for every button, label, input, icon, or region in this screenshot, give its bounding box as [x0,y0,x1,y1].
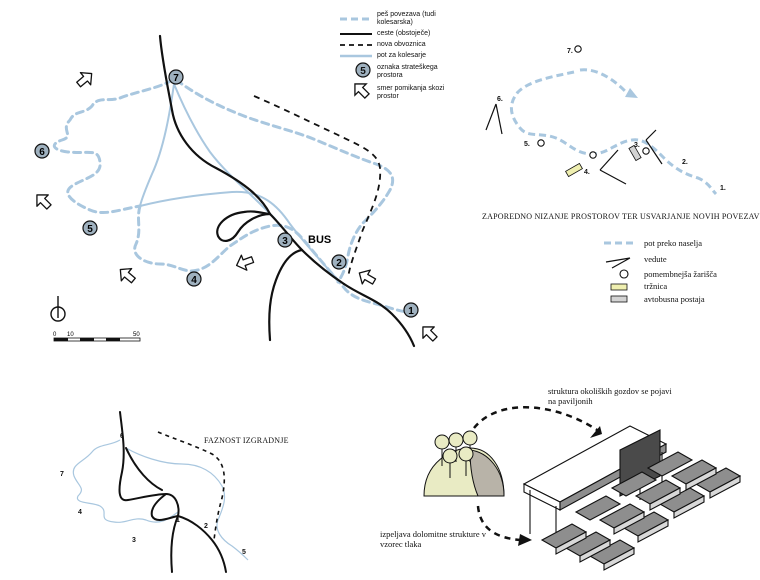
marker-3: 3 [277,232,293,248]
svg-text:7: 7 [173,73,179,84]
legend-item-bypass: nova obvoznica [377,41,426,48]
direction-arrows [36,71,438,342]
sequence-legend-views: vedute [644,254,667,264]
pavilion-structure [522,425,742,571]
strategic-markers: 7 6 5 4 3 2 1 [34,69,419,318]
svg-text:3: 3 [132,537,136,544]
pavilion-top-note: struktura okoliških gozdov se pojavi na … [548,386,672,406]
svg-text:50: 50 [133,332,140,338]
flow-arrows [473,406,601,542]
sequence-title: ZAPOREDNO NIZANJE PROSTOROV TER USVARJAN… [482,212,760,221]
svg-text:4.: 4. [584,169,590,176]
marker-6: 6 [34,143,50,159]
phases-title: FAZNOST IZGRADNJE [204,436,289,445]
map-legend-symbols: 5 [340,17,372,99]
svg-text:7: 7 [60,471,64,478]
north-arrow [50,296,66,322]
sequence-legend-bus: avtobusna postaja [644,294,705,304]
svg-text:3: 3 [282,236,288,247]
svg-text:4: 4 [191,275,197,286]
bus-rect [610,295,628,303]
legend-item-pedestrian: peš povezava (tudi kolesarska) [377,11,436,26]
circle-icon [537,139,545,147]
legend-item-strategic: oznaka strateškega prostora [377,64,438,79]
marker-4: 4 [186,271,202,287]
svg-text:2.: 2. [682,159,688,166]
arrow-icon [354,83,370,99]
bus-rect [628,144,642,162]
market-rect [565,162,583,178]
sequence-legend-path: pot preko naselja [644,238,703,248]
marker-7: 7 [168,69,184,85]
svg-text:5: 5 [242,549,246,556]
svg-text:6.: 6. [497,96,503,103]
legend-item-direction: smer pomikanja skozi prostor [377,85,445,100]
marker-2: 2 [331,254,347,270]
arrow-icon [358,269,377,285]
new-bypass [253,95,382,279]
arrow-icon [36,194,52,210]
svg-text:3.: 3. [634,142,640,149]
legend-item-roads: ceste (obstoječe) [377,30,431,37]
dolomite-mound [423,430,505,497]
view-angle-icon [605,257,631,269]
svg-text:5: 5 [87,224,93,235]
sequence-legend-focal: pomembnejša žarišča [644,269,717,279]
view-angles [485,103,663,185]
sequence-legend-symbols [604,241,636,303]
marker-5: 5 [82,220,98,236]
circle-icon [642,147,650,155]
svg-text:1: 1 [176,517,180,524]
arrow-icon [76,71,93,88]
focal-points [537,45,650,159]
svg-text:1: 1 [408,306,414,317]
bicycle-path [139,83,339,281]
circle-icon [589,151,597,159]
svg-text:2: 2 [336,258,342,269]
arrow-icon [422,326,438,342]
svg-text:0: 0 [53,332,57,338]
svg-text:5: 5 [360,66,366,77]
market-rect [610,283,628,291]
marker-1: 1 [403,302,419,318]
svg-text:5.: 5. [524,141,530,148]
pavilion-bottom-note: izpeljava dolomitne strukture v vzorec t… [380,529,486,549]
bus-label: BUS [308,234,331,246]
svg-text:6: 6 [120,433,124,440]
arrow-icon [235,254,255,271]
legend-item-bike-path: pot za kolesarje [377,52,427,59]
existing-roads [158,34,416,348]
circle-icon [619,269,629,279]
pedestrian-path [52,78,412,314]
circle-icon [574,45,582,53]
svg-text:4: 4 [78,509,82,516]
legend-marker-icon: 5 [355,62,371,78]
scale-bar: 0 10 50 [53,332,141,342]
arrow-icon [119,267,136,284]
svg-text:1.: 1. [720,185,726,192]
svg-text:6: 6 [39,147,45,158]
sequence-arrowhead [625,88,638,98]
svg-text:10: 10 [67,332,74,338]
svg-text:2: 2 [204,523,208,530]
sequence-legend-market: tržnica [644,281,668,291]
svg-text:7.: 7. [567,48,573,55]
